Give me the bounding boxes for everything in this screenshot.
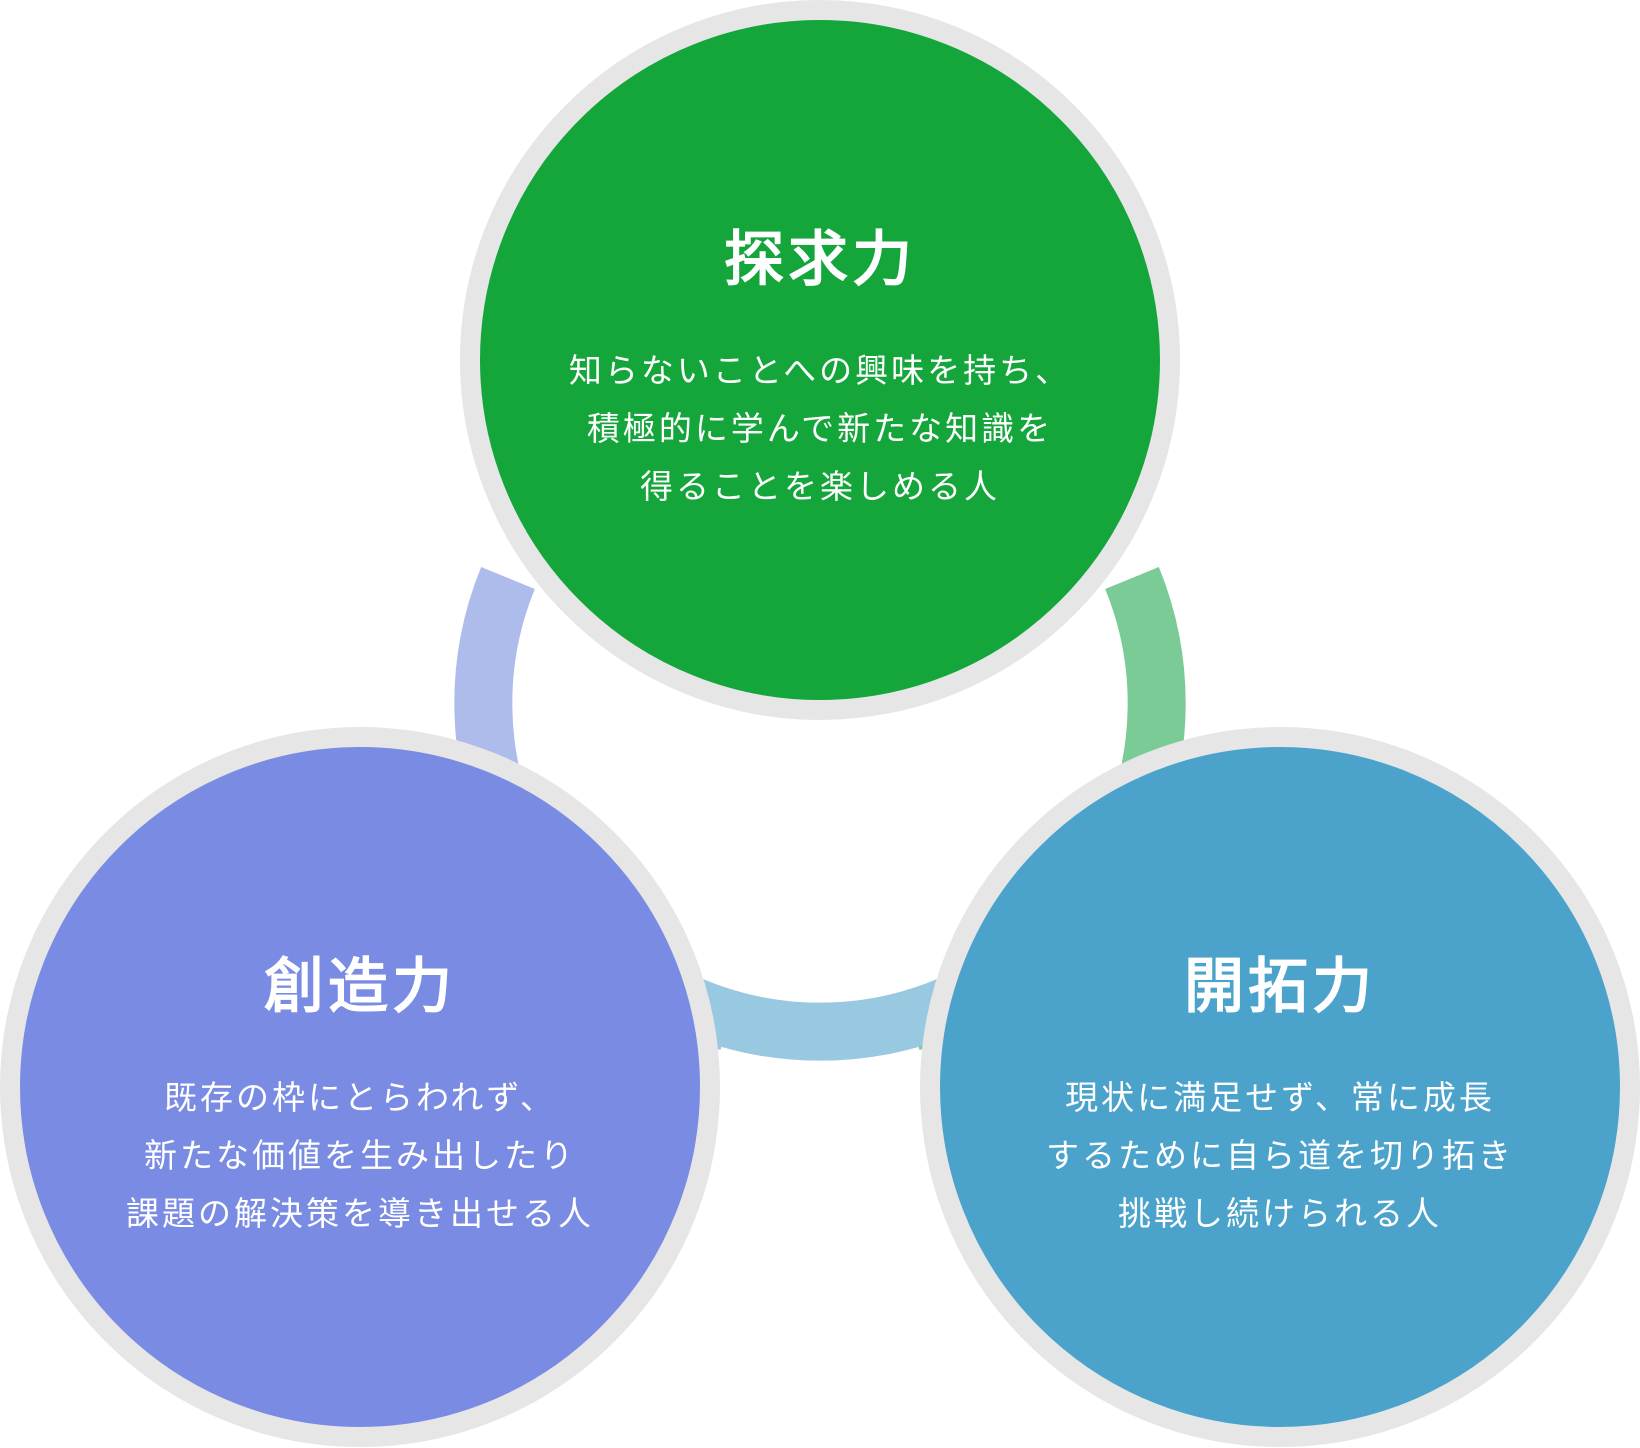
circle-souzou-description: 既存の枠にとらわれず、 新たな価値を生み出したり 課題の解決策を導き出せる人 [126,1069,594,1243]
ring-arc-bottom [678,978,962,1061]
circle-tankyu-title: 探求力 [724,225,916,295]
circle-kaitaku: 開拓力 現状に満足せず、常に成長 するために自ら道を切り拓き 挑戦し続けられる人 [920,727,1640,1447]
circle-tankyu-line-2: 積極的に学んで新たな知識を [586,409,1054,448]
circle-souzou-line-1: 既存の枠にとらわれず、 [163,1078,557,1117]
circle-tankyu-description: 知らないことへの興味を持ち、 積極的に学んで新たな知識を 得ることを楽しめる人 [569,342,1071,516]
circle-souzou: 創造力 既存の枠にとらわれず、 新たな価値を生み出したり 課題の解決策を導き出せ… [0,727,720,1447]
circle-kaitaku-description: 現状に満足せず、常に成長 するために自ら道を切り拓き 挑戦し続けられる人 [1046,1069,1514,1243]
circle-tankyu-line-1: 知らないことへの興味を持ち、 [568,351,1072,390]
circle-souzou-title: 創造力 [264,952,456,1022]
circle-kaitaku-line-2: するために自ら道を切り拓き [1046,1136,1514,1175]
circle-kaitaku-line-1: 現状に満足せず、常に成長 [1065,1078,1495,1117]
circle-souzou-line-3: 課題の解決策を導き出せる人 [126,1194,594,1233]
circle-kaitaku-line-3: 挑戦し続けられる人 [1118,1194,1442,1233]
circle-tankyu-line-3: 得ることを楽しめる人 [639,467,1000,506]
circle-souzou-line-2: 新たな価値を生み出したり [144,1136,576,1175]
circle-tankyu: 探求力 知らないことへの興味を持ち、 積極的に学んで新たな知識を 得ることを楽し… [460,0,1180,720]
circle-kaitaku-title: 開拓力 [1184,952,1376,1022]
